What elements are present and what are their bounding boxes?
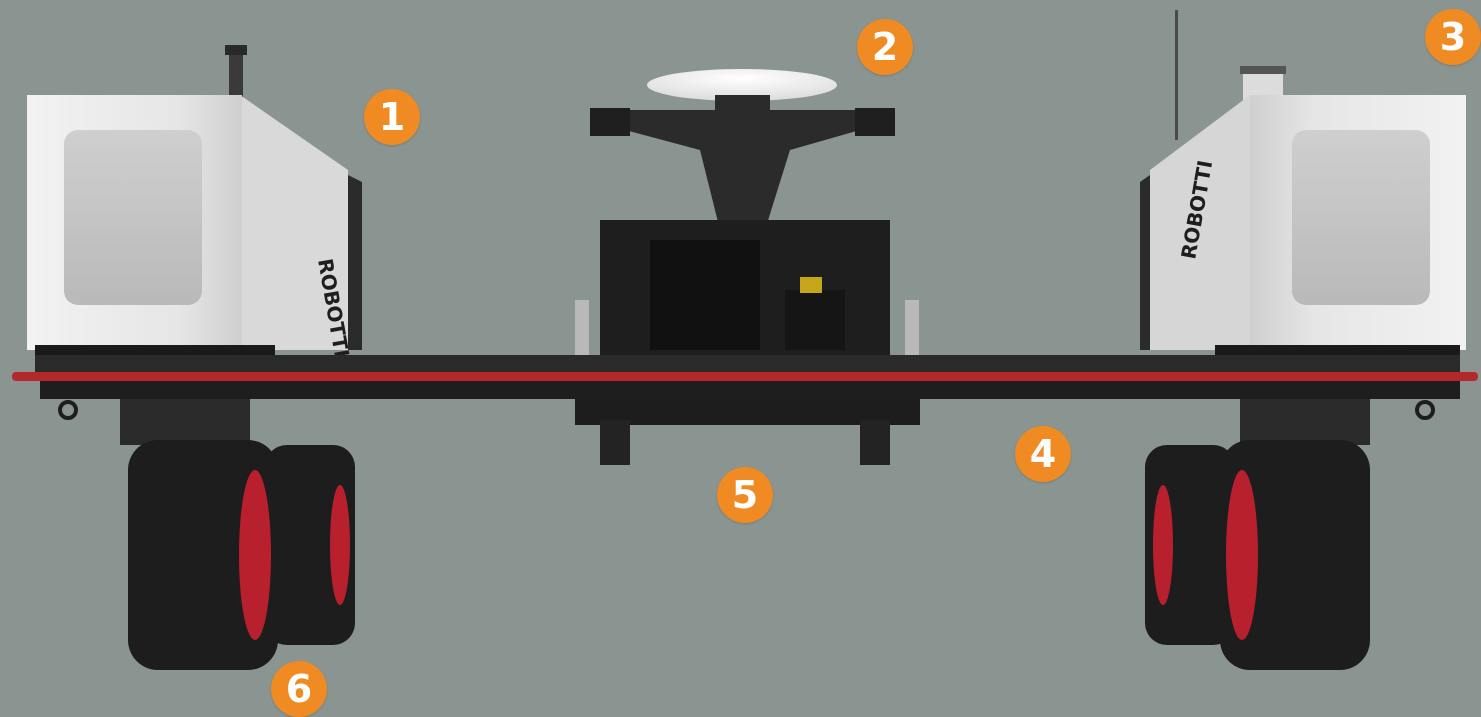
- left-wheels: [128, 440, 355, 670]
- marker-4: 4: [1015, 426, 1071, 482]
- gnss-dome: [647, 69, 837, 101]
- center-implement: [575, 69, 920, 465]
- marker-5: 5: [717, 467, 773, 523]
- right-wheels: [1145, 440, 1370, 670]
- marker-1: 1: [364, 89, 420, 145]
- marker-2: 2: [857, 19, 913, 75]
- frame-beam: [12, 355, 1478, 420]
- marker-3: 3: [1425, 9, 1481, 65]
- marker-6: 6: [271, 661, 327, 717]
